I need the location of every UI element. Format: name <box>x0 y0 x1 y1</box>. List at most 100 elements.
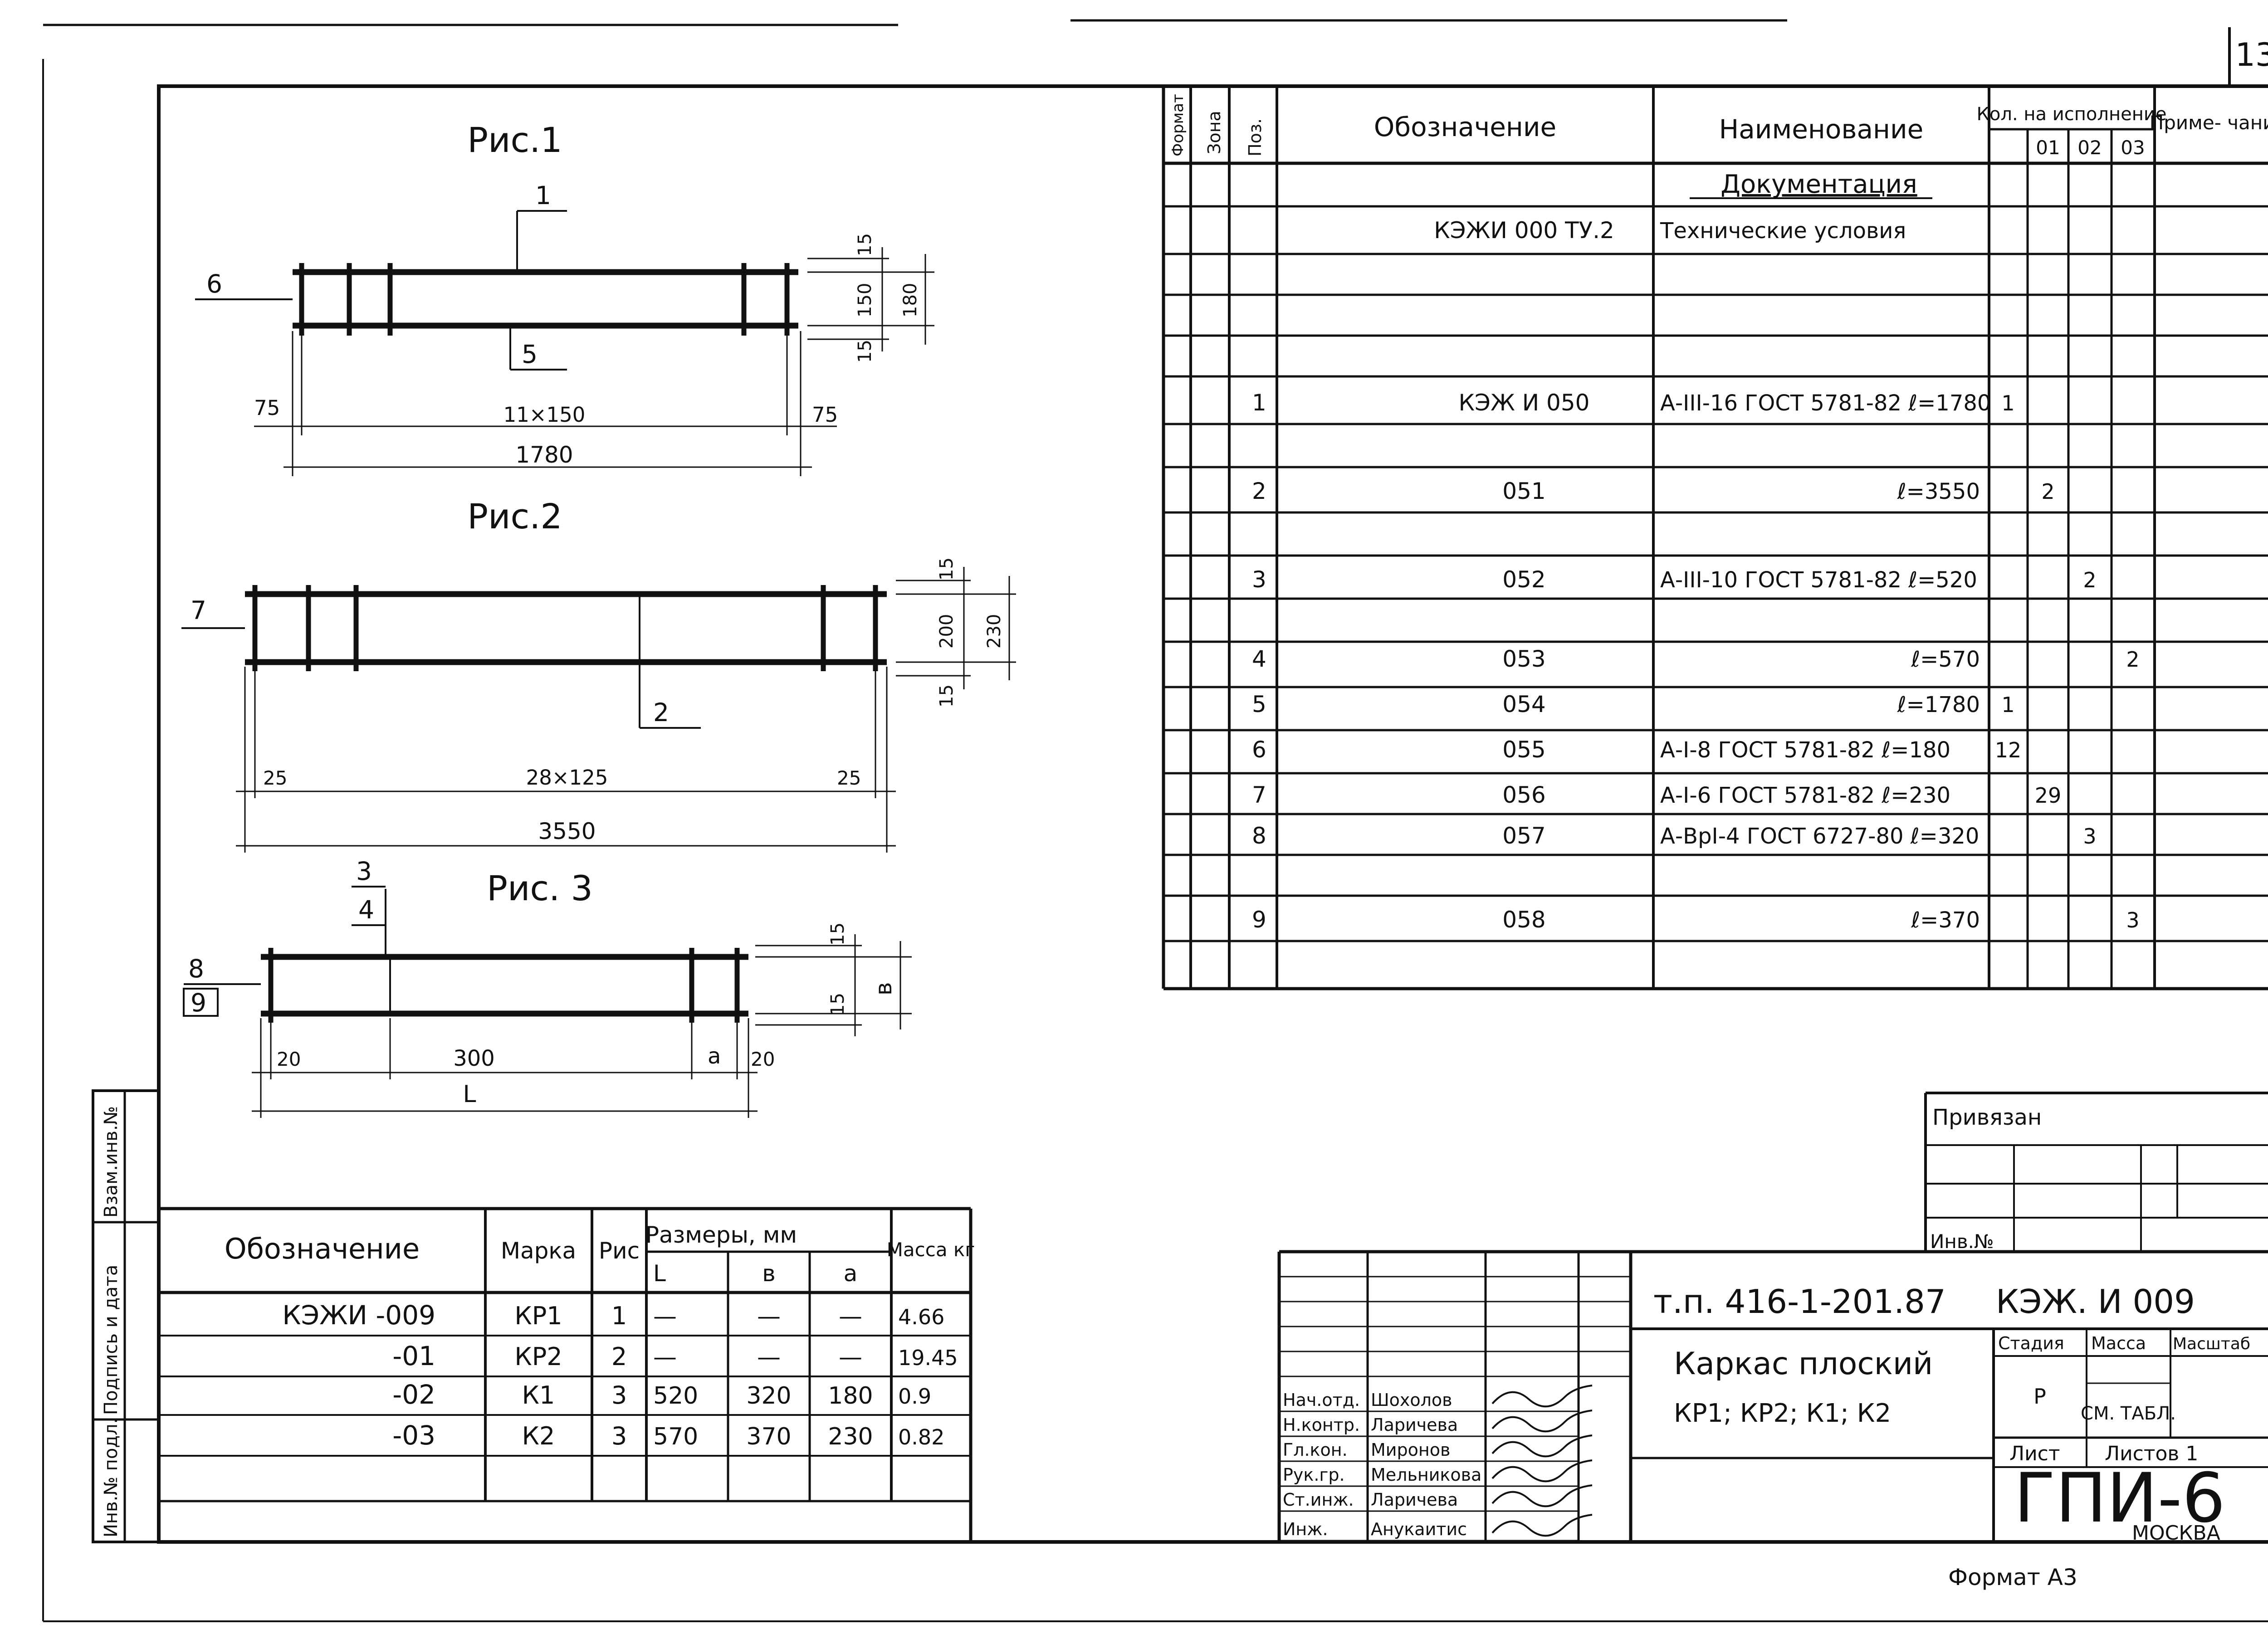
spec-naimenovanie: А-III-16 ГОСТ 5781-82 ℓ=1780 <box>1660 390 1991 416</box>
marks-b: — <box>757 1303 781 1330</box>
marks-header-ris: Рис <box>599 1238 640 1264</box>
fig3-pos-8: 8 <box>188 954 204 983</box>
signer-name: Мельникова <box>1371 1465 1481 1485</box>
spec-naimenovanie: А-I-6 ГОСТ 5781-82 ℓ=230 <box>1660 783 1950 808</box>
header-kol: Кол. на исполнение <box>1977 104 2167 125</box>
spec-oboznachenie: 052 <box>1502 566 1545 593</box>
marks-L: 520 <box>653 1382 698 1410</box>
header-oboznachenie: Обозначение <box>1374 112 1556 142</box>
marks-b: 320 <box>746 1382 791 1410</box>
header-poz: Поз. <box>1245 118 1265 156</box>
signature-mark <box>1491 1484 1593 1507</box>
signer-name: Ларичева <box>1371 1490 1458 1510</box>
fig1-pos-1: 1 <box>535 181 551 210</box>
spec-oboznachenie: 057 <box>1502 823 1545 849</box>
spec-naimenovanie: Технические условия <box>1660 218 1906 244</box>
spec-oboznachenie: 051 <box>1502 478 1545 504</box>
marks-oboznachenie: -02 <box>392 1379 435 1410</box>
figure-2: Рис.2 7 2 15 200 15 230 25 28×125 25 355 <box>181 496 1016 853</box>
spec-poz: 9 <box>1252 907 1266 933</box>
signature-mark <box>1491 1459 1593 1483</box>
fig3-pos-3: 3 <box>356 857 372 886</box>
stadiya-value: Р <box>2033 1384 2046 1409</box>
marks-L: — <box>653 1303 677 1330</box>
signer-role: Нач.отд. <box>1283 1390 1360 1410</box>
signer-name: Шохолов <box>1371 1390 1452 1410</box>
figure-3: Рис. 3 3 4 8 9 15 15 в <box>183 857 912 1118</box>
svg-text:15: 15 <box>936 684 957 707</box>
fig3-title: Рис. 3 <box>487 868 593 908</box>
svg-text:15: 15 <box>855 233 875 256</box>
svg-text:L: L <box>463 1081 476 1108</box>
marks-massa: 4.66 <box>898 1305 944 1329</box>
spec-qty-01: 2 <box>2041 479 2054 504</box>
marks-oboznachenie: -01 <box>392 1341 435 1371</box>
marks-marka: К1 <box>522 1381 555 1410</box>
svg-text:300: 300 <box>453 1046 495 1071</box>
spec-qty-02: 2 <box>2083 568 2096 592</box>
document-code: КЭЖ. И 009 <box>1996 1283 2195 1321</box>
fig1-pos-5: 5 <box>522 340 538 369</box>
marks-a: — <box>839 1344 862 1371</box>
svg-text:75: 75 <box>812 403 838 427</box>
svg-text:200: 200 <box>936 614 957 649</box>
svg-text:28×125: 28×125 <box>526 766 608 790</box>
item-name-1: Каркас плоский <box>1674 1346 1933 1382</box>
spec-oboznachenie: КЭЖИ 000 ТУ.2 <box>1434 217 1614 244</box>
inv-podl-label: Инв.№ подл. <box>101 1418 122 1537</box>
svg-text:3550: 3550 <box>538 818 596 844</box>
spec-naimenovanie: ℓ=370 <box>1911 907 1980 933</box>
svg-text:75: 75 <box>254 396 280 420</box>
project-number: т.п. 416-1-201.87 <box>1653 1283 1946 1321</box>
header-naimenovanie: Наименование <box>1719 114 1924 145</box>
organization-city: МОСКВА <box>2132 1522 2220 1545</box>
svg-text:20: 20 <box>751 1048 775 1070</box>
fig1-title: Рис.1 <box>467 120 562 160</box>
signer-role: Инж. <box>1283 1519 1328 1539</box>
marks-header-massa: Масса кг <box>887 1239 975 1261</box>
spec-naimenovanie: ℓ=1780 <box>1897 692 1980 717</box>
spec-qty-00: 1 <box>2001 693 2014 717</box>
marks-oboznachenie: -03 <box>392 1420 435 1451</box>
header-forma: Формат <box>1169 94 1187 156</box>
svg-text:15: 15 <box>827 993 848 1016</box>
header-primechanie: Приме- чание <box>2150 112 2268 134</box>
signer-name: Анукаитис <box>1371 1519 1467 1539</box>
spec-oboznachenie: 055 <box>1502 737 1545 763</box>
svg-text:25: 25 <box>263 767 287 789</box>
massa-label: Масса <box>2091 1333 2146 1353</box>
marks-header-L: L <box>653 1260 666 1287</box>
spec-poz: 5 <box>1252 691 1266 717</box>
listov-label: Листов 1 <box>2105 1442 2198 1465</box>
spec-oboznachenie: 056 <box>1502 782 1545 808</box>
spec-qty-02: 3 <box>2083 824 2096 849</box>
marks-header-razmery: Размеры, мм <box>645 1222 797 1248</box>
spec-poz: 3 <box>1252 566 1266 593</box>
spec-qty-03: 3 <box>2126 908 2139 932</box>
fig2-title: Рис.2 <box>467 496 562 537</box>
spec-naimenovanie: ℓ=570 <box>1911 647 1980 672</box>
item-name-2: КР1; КР2; К1; К2 <box>1674 1399 1891 1428</box>
privyazan-block: Привязан Инв.№ <box>1924 1092 2268 1253</box>
spec-poz: 4 <box>1252 646 1266 672</box>
signer-role: Н.контр. <box>1283 1415 1360 1435</box>
signer-name: Ларичева <box>1371 1415 1458 1435</box>
marks-ris: 3 <box>611 1422 627 1450</box>
spec-poz: 1 <box>1252 390 1266 416</box>
spec-poz: 8 <box>1252 823 1266 849</box>
privyazan-title: Привязан <box>1932 1105 2042 1130</box>
svg-text:в: в <box>870 982 897 995</box>
marks-header-b: в <box>762 1260 775 1287</box>
marks-a: 230 <box>828 1423 873 1450</box>
fig1-pos-6: 6 <box>206 269 222 298</box>
spec-naimenovanie: ℓ=3550 <box>1897 479 1980 504</box>
marks-oboznachenie: КЭЖИ -009 <box>282 1300 435 1331</box>
svg-text:15: 15 <box>936 557 957 580</box>
privyazan-inv: Инв.№ <box>1930 1230 1994 1253</box>
marks-a: — <box>839 1303 862 1330</box>
left-strip: Инв.№ подл. Подпись и дата Взам.инв.№ <box>92 1089 160 1543</box>
header-k02: 02 <box>2077 137 2102 159</box>
main-frame <box>157 84 2268 1544</box>
marks-marka: КР2 <box>514 1342 562 1371</box>
header-k03: 03 <box>2121 137 2145 159</box>
